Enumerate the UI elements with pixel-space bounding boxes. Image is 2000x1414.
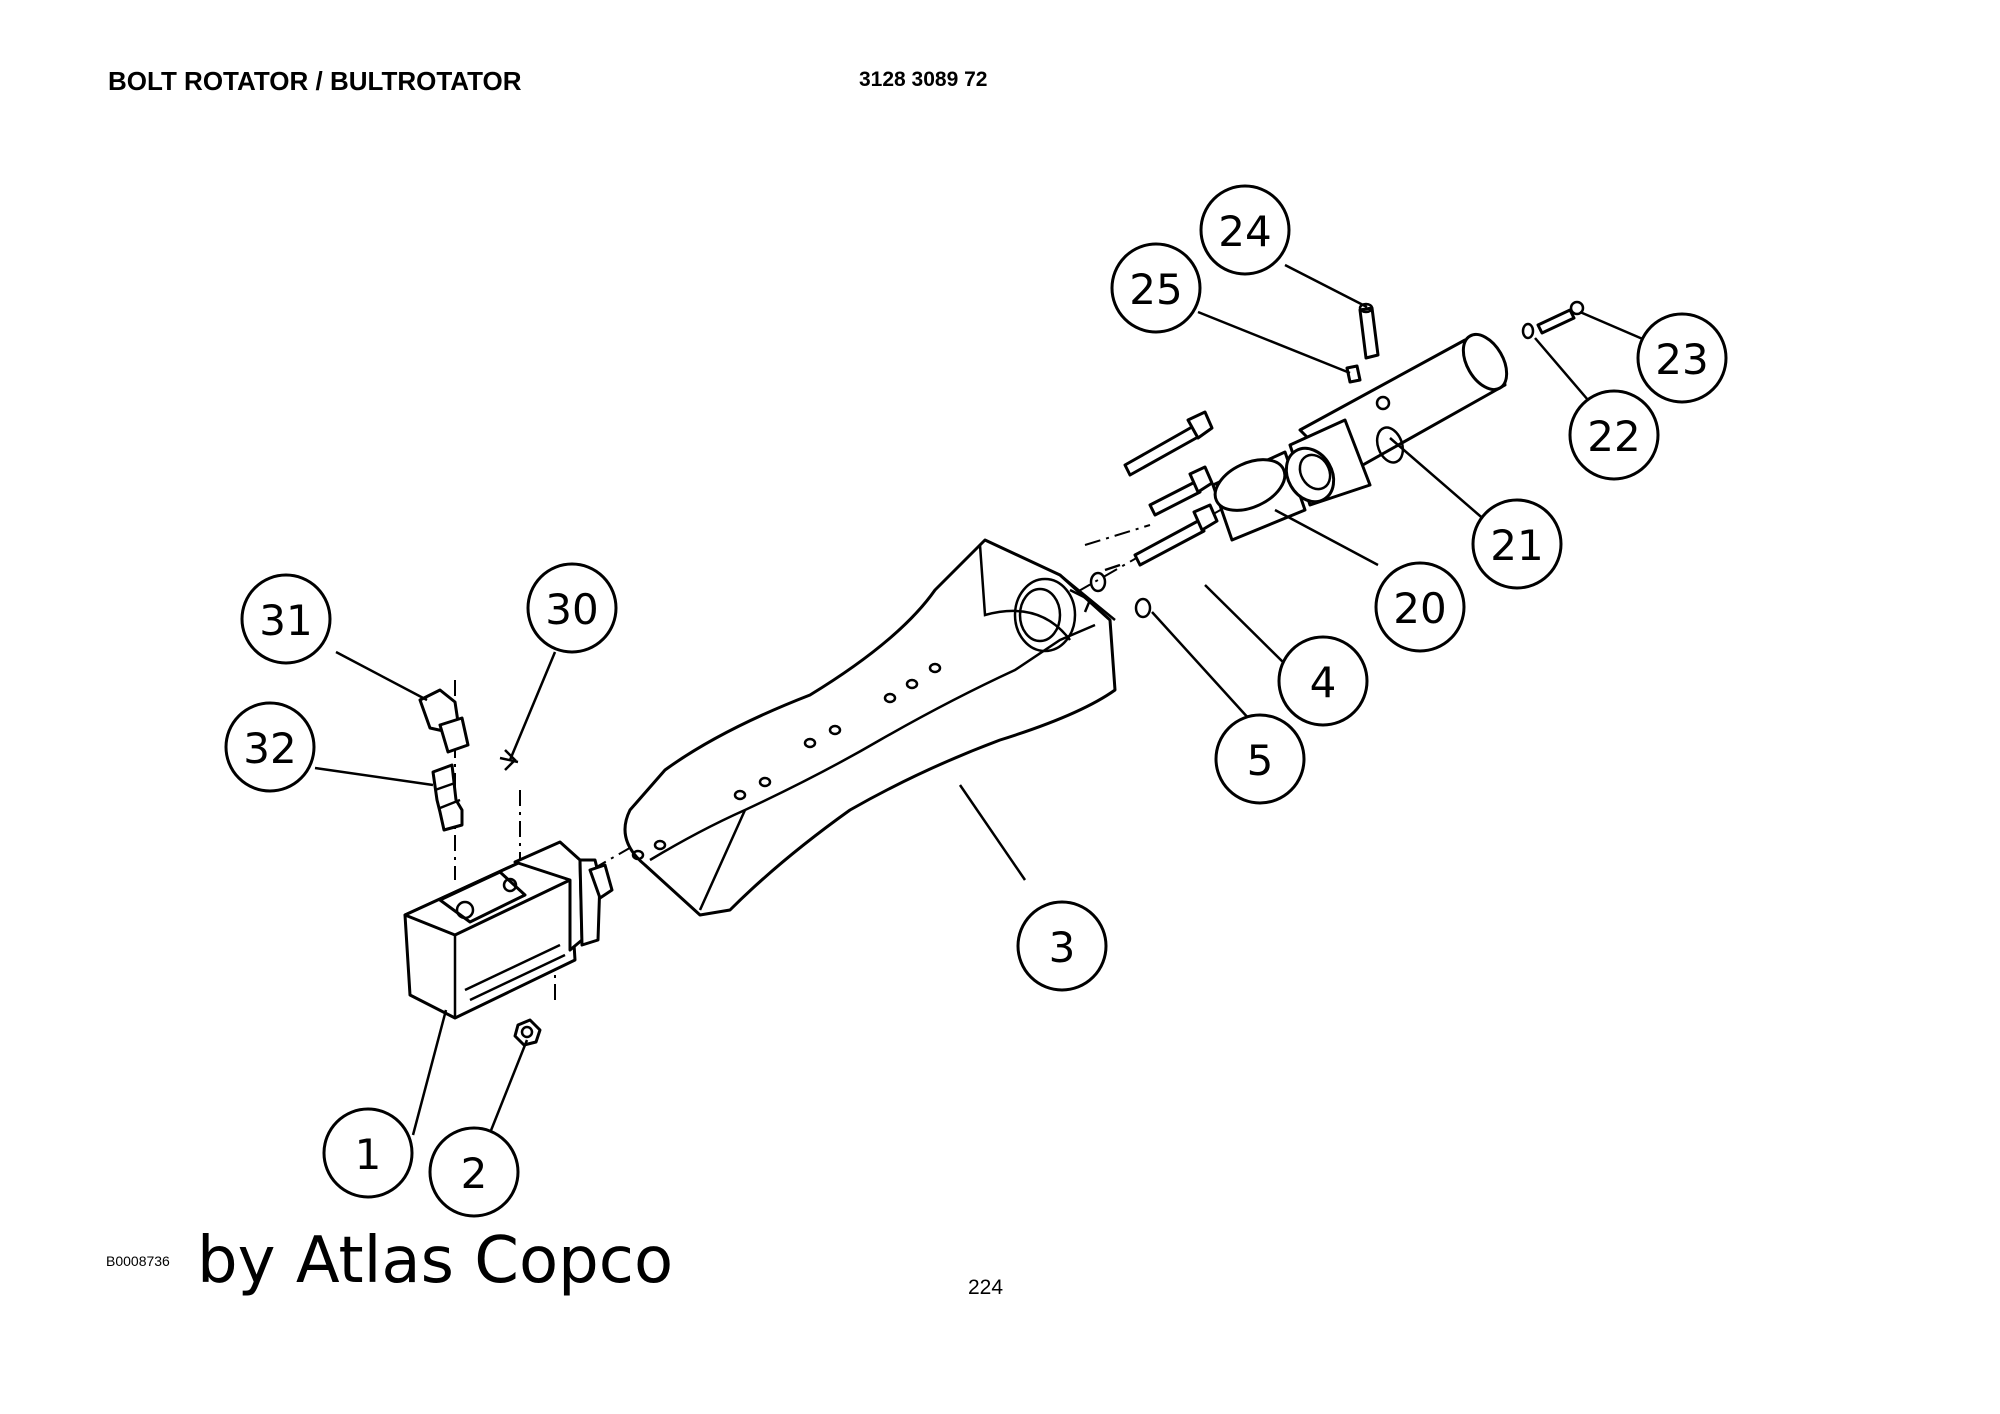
- callout-30: 30: [526, 562, 618, 654]
- part-31-straight-fitting: [431, 763, 464, 832]
- callout-24: 24: [1199, 184, 1291, 276]
- brand-watermark: by Atlas Copco: [197, 1224, 674, 1298]
- callout-label: 21: [1490, 521, 1543, 570]
- callout-label: 2: [461, 1149, 488, 1198]
- part-32-elbow-fitting: [418, 688, 470, 754]
- callout-22: 23: [1636, 312, 1728, 404]
- callout-1: 1: [322, 1107, 414, 1199]
- callout-label: 32: [243, 724, 296, 773]
- beam-holes: [631, 662, 942, 861]
- part-2-screws: [1123, 410, 1219, 567]
- part-25-grease-nipple: [1345, 364, 1362, 384]
- callout-5: 3: [1016, 900, 1108, 992]
- drawing-code: B0008736: [106, 1253, 170, 1269]
- part-number: 3128 3089 72: [859, 68, 988, 91]
- callout-31: 32: [224, 701, 316, 793]
- callout-25: 25: [1110, 242, 1202, 334]
- part-4-nut: [513, 1018, 542, 1047]
- callout-label: 3: [1049, 923, 1076, 972]
- part-24-pin: [1358, 302, 1380, 360]
- callout-label: 20: [1393, 584, 1446, 633]
- callout-label: 1: [355, 1130, 382, 1179]
- callout-label: 22: [1587, 412, 1640, 461]
- part-30-grease-nipple: [499, 749, 519, 771]
- callout-label: 31: [259, 596, 312, 645]
- callout-2: 4: [1277, 635, 1369, 727]
- callout-20: 21: [1471, 498, 1563, 590]
- callout-label: 25: [1129, 265, 1182, 314]
- callout-3: 5: [1214, 713, 1306, 805]
- part-5-rotator-beam: [623, 538, 1117, 917]
- page-title: BOLT ROTATOR / BULTROTATOR: [108, 66, 522, 96]
- page-number: 224: [968, 1276, 1004, 1299]
- part-22-screw: [1536, 300, 1585, 335]
- callout-label: 24: [1218, 207, 1271, 256]
- callout-21: 20: [1374, 561, 1466, 653]
- callout-4: 2: [428, 1126, 520, 1218]
- part-1-hydraulic-motor: [403, 840, 614, 1020]
- leader-lines: [314, 263, 1646, 1144]
- part-20-tube: [1284, 333, 1509, 507]
- callout-23: 22: [1568, 389, 1660, 481]
- part-21-bushing: [1211, 450, 1307, 542]
- callout-label: 5: [1247, 736, 1274, 785]
- part-3-washers: [1089, 563, 1152, 619]
- part-23-washer: [1521, 322, 1535, 340]
- callout-label: 30: [545, 585, 598, 634]
- callout-32: 31: [240, 573, 332, 665]
- callout-label: 4: [1310, 658, 1337, 707]
- callout-label: 23: [1655, 335, 1708, 384]
